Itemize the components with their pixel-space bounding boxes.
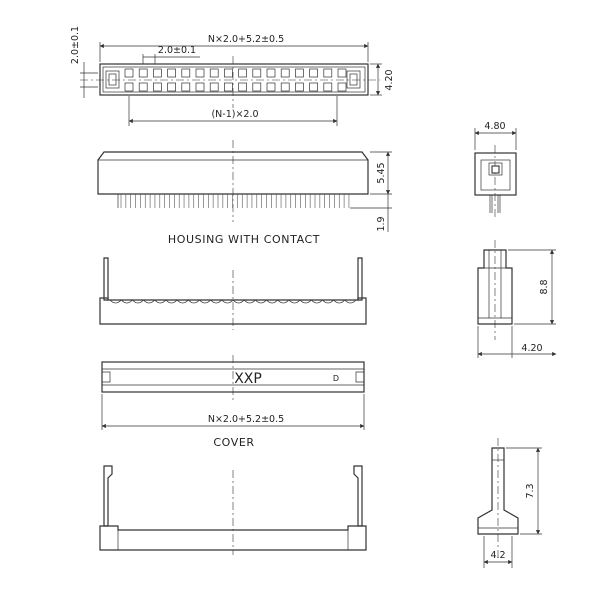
side-width-label: 4.80 — [484, 121, 505, 132]
contact-hole — [323, 82, 333, 92]
cover-latch-view — [99, 465, 367, 555]
cover-dimensions: N×2.0+5.2±0.5 — [101, 394, 365, 430]
contact-hole — [295, 68, 304, 78]
housing-latch-view — [99, 257, 367, 330]
pitch-label: 2.0±0.1 — [158, 45, 196, 56]
pin-one-marking: D — [333, 374, 339, 383]
contact-hole — [181, 68, 191, 78]
contact-hole — [153, 68, 162, 78]
contact-hole — [209, 68, 219, 78]
contact-hole — [209, 82, 219, 92]
side-width-3-label: 4.2 — [490, 550, 505, 561]
contact-hole — [309, 68, 318, 78]
contact-hole — [138, 68, 148, 78]
housing-height-label: 5.45 — [376, 162, 387, 183]
contact-hole — [309, 82, 318, 92]
housing-front-view — [97, 140, 369, 222]
contact-hole — [195, 68, 205, 78]
contact-hole — [280, 82, 290, 92]
top-view — [80, 56, 380, 108]
contact-hole — [138, 82, 148, 92]
pin-length-label: 1.9 — [376, 216, 387, 231]
contact-hole — [252, 82, 262, 92]
side-view-1: 4.80 — [474, 121, 517, 220]
contact-hole — [124, 82, 134, 92]
span-label: (N-1)×2.0 — [211, 109, 258, 120]
contact-hole — [238, 82, 247, 92]
cover-caption: COVER — [213, 436, 254, 449]
contact-hole — [195, 82, 205, 92]
housing-caption: HOUSING WITH CONTACT — [168, 233, 320, 246]
side-view-2: 8.8 4.20 — [477, 240, 557, 358]
contact-hole — [167, 82, 176, 92]
cover-length-label: N×2.0+5.2±0.5 — [208, 414, 284, 425]
contact-hole — [224, 82, 233, 92]
row-pitch-label: 2.0±0.1 — [70, 26, 81, 64]
housing-dimensions: 5.45 1.9 — [350, 151, 392, 232]
overall-length-label: N×2.0+5.2±0.5 — [208, 34, 284, 45]
contact-hole — [153, 82, 162, 92]
contact-hole — [337, 82, 347, 92]
contact-hole — [266, 68, 276, 78]
contact-hole — [124, 68, 134, 78]
contact-hole — [238, 68, 247, 78]
contact-hole — [181, 82, 191, 92]
contact-holes-row-bottom — [124, 82, 347, 92]
contact-holes-row-top — [124, 68, 347, 78]
side-width-2-label: 4.20 — [521, 343, 542, 354]
side-height-3-label: 7.3 — [525, 483, 536, 498]
contact-hole — [252, 68, 262, 78]
contact-pins — [120, 194, 350, 208]
contact-hole — [224, 68, 233, 78]
top-height-label: 4.20 — [384, 69, 395, 90]
contact-hole — [337, 68, 347, 78]
contact-hole — [167, 68, 176, 78]
cover-top-view: XXP D — [101, 355, 365, 400]
side-height-2-label: 8.8 — [539, 279, 550, 294]
top-dimensions: N×2.0+5.2±0.5 2.0±0.1 2.0±0.1 4.20 (N-1)… — [70, 26, 395, 126]
contact-hole — [266, 82, 276, 92]
contact-hole — [323, 68, 333, 78]
contact-hole — [280, 68, 290, 78]
side-view-3: 7.3 4.2 — [477, 438, 542, 568]
brand-marking: XXP — [234, 371, 262, 387]
contact-hole — [295, 82, 304, 92]
